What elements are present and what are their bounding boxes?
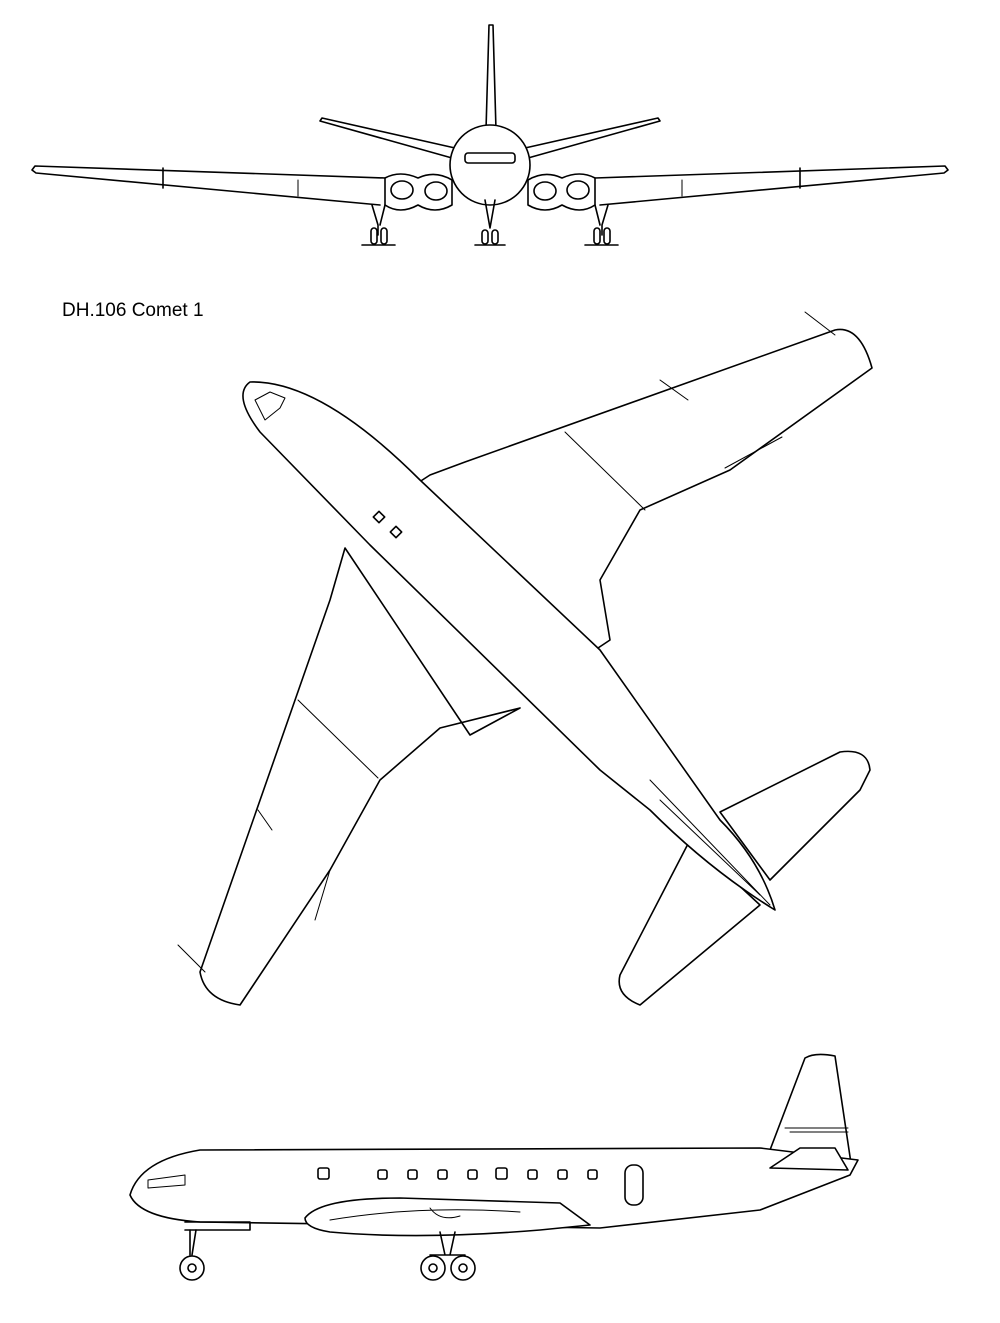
wheel-hub — [458, 1263, 468, 1273]
wheel — [370, 227, 378, 245]
side-cockpit — [147, 1174, 186, 1189]
side-nose-bay — [184, 1221, 251, 1231]
top-view — [177, 311, 873, 1006]
aircraft-caption: DH.106 Comet 1 — [62, 300, 204, 321]
wheel — [380, 227, 388, 245]
side-wing-lines — [329, 1207, 521, 1221]
side-windows — [317, 1167, 598, 1180]
top-fin-lines — [649, 779, 771, 906]
wheel — [603, 227, 611, 245]
wheel — [481, 229, 489, 245]
top-wing-left-lines — [177, 699, 379, 973]
wheel — [491, 229, 499, 245]
top-hatch — [389, 525, 403, 539]
front-gear-right — [584, 204, 619, 246]
engine-intake — [390, 180, 414, 200]
top-tail-right — [719, 750, 871, 881]
engine-intake — [533, 181, 557, 201]
front-wing-left — [31, 165, 386, 206]
front-fuselage — [449, 124, 531, 206]
side-fuselage — [129, 1147, 859, 1229]
front-cockpit-windows — [464, 152, 516, 164]
side-main-gear — [429, 1231, 466, 1256]
wheel — [420, 1255, 446, 1281]
wheel — [450, 1255, 476, 1281]
top-wing-left — [199, 547, 521, 1006]
front-tailplane-right — [524, 117, 661, 159]
top-hatch — [372, 510, 386, 524]
top-wing-right-lines — [564, 311, 836, 511]
side-tailplane — [769, 1147, 849, 1171]
side-door — [624, 1164, 644, 1206]
wheel — [593, 227, 601, 245]
side-fin-lines — [784, 1127, 849, 1133]
top-tail-left — [618, 839, 761, 1006]
top-wing-right — [409, 328, 873, 661]
front-wing-right — [594, 165, 949, 206]
front-view — [31, 24, 949, 246]
top-cockpit — [254, 391, 286, 421]
side-nose-gear — [189, 1229, 197, 1256]
wheel-hub — [187, 1263, 197, 1273]
front-fin — [485, 24, 497, 131]
engine-intake — [424, 181, 448, 201]
side-engine-nacelle — [304, 1197, 591, 1237]
engine-intake — [566, 180, 590, 200]
front-gear-nose — [474, 199, 506, 246]
front-tailplane-left — [319, 117, 456, 159]
front-gear-left — [361, 204, 396, 246]
wheel-hub — [428, 1263, 438, 1273]
side-view — [129, 1053, 859, 1281]
wheel — [179, 1255, 205, 1281]
side-fin — [769, 1053, 853, 1171]
